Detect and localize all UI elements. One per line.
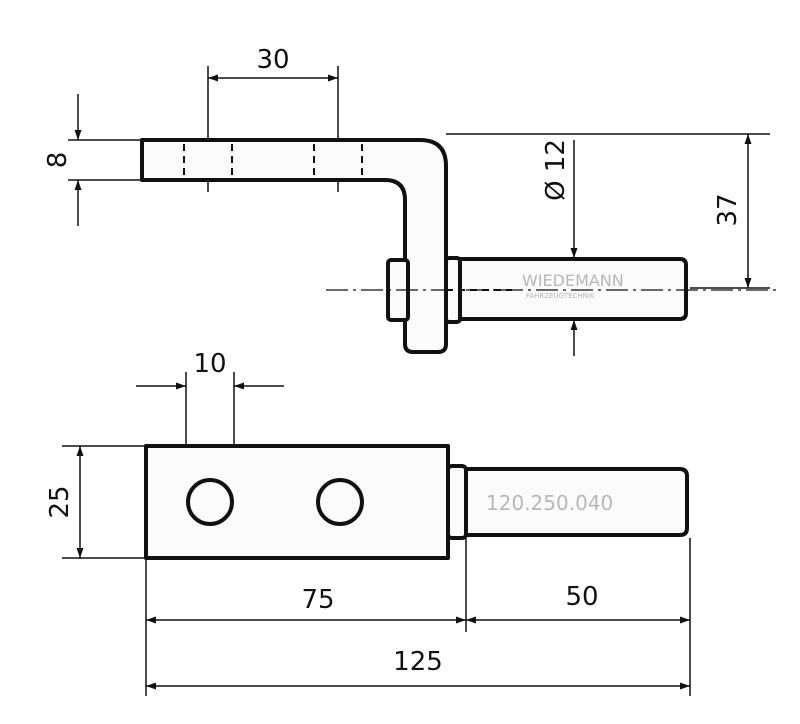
pin-collar-plan (446, 464, 468, 540)
dimension-label-diameter: Ø 12 (541, 139, 571, 201)
pin-shaft-plan (464, 467, 689, 537)
dimension-label-10: 10 (193, 349, 226, 379)
dimension-label-25: 25 (45, 485, 75, 518)
plan-view: 10 25 120.250.040 75 50 125 (45, 349, 691, 696)
dimension-label-37: 37 (713, 193, 743, 226)
dimension-label-75: 75 (301, 585, 334, 615)
part-number-engraving: 120.250.040 (486, 491, 613, 515)
mounting-hole-2 (316, 478, 364, 526)
dimension-label-8: 8 (43, 152, 73, 169)
dimension-label-50: 50 (565, 582, 598, 612)
side-view: 30 8 Ø 12 37 WIEDEMANN FAHRZE (43, 45, 780, 356)
watermark-brand: WIEDEMANN (522, 271, 624, 290)
mounting-hole-1 (186, 478, 234, 526)
dimension-label-30: 30 (256, 45, 289, 75)
watermark-subline: FAHRZEUGTECHNIK (526, 292, 595, 300)
pin-shaft (458, 257, 688, 321)
bracket-profile (140, 138, 448, 354)
dimension-label-125: 125 (393, 647, 443, 677)
